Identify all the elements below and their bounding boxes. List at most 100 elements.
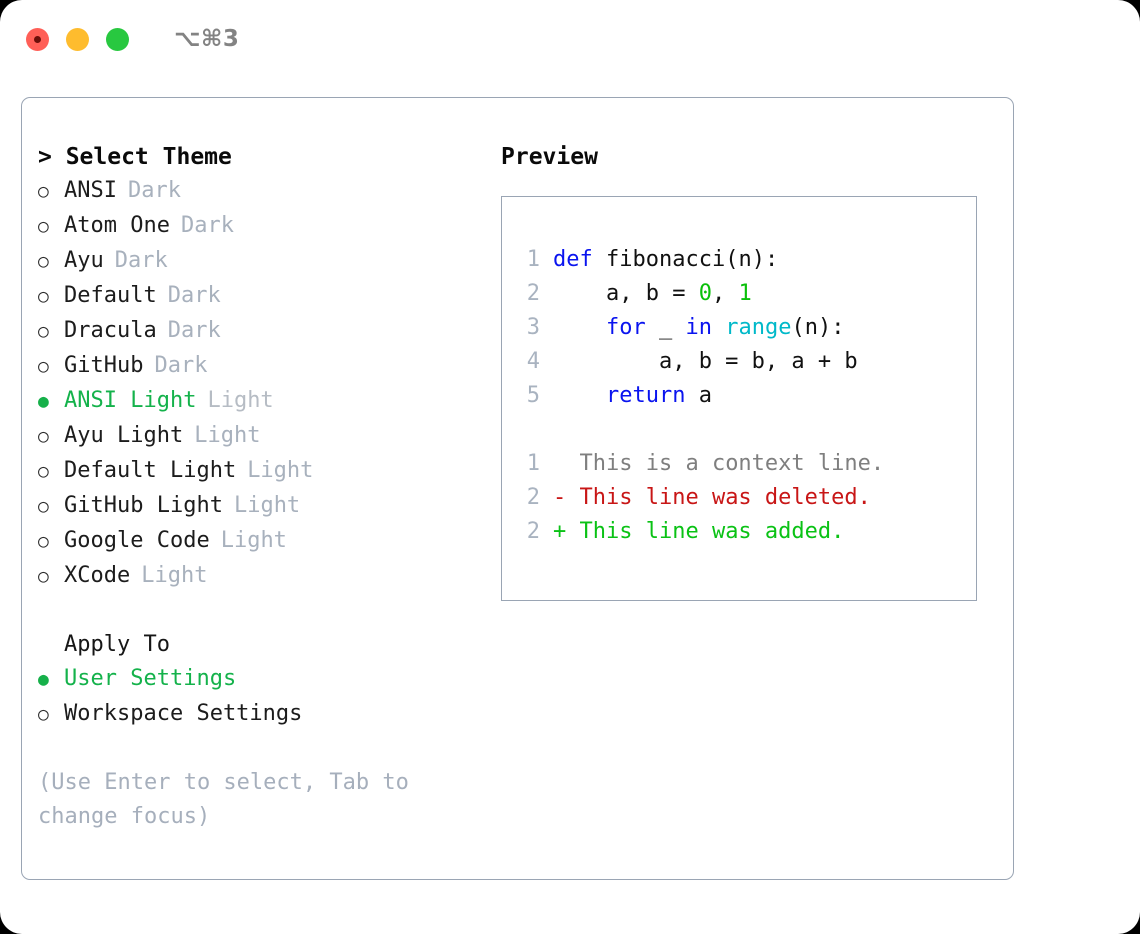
diff-line: 2 + This line was added. bbox=[514, 515, 968, 549]
code-diff-separator bbox=[514, 413, 968, 447]
theme-option-kind: Light bbox=[247, 458, 314, 483]
close-window-button[interactable] bbox=[26, 27, 49, 51]
theme-option-label: Default Light bbox=[64, 458, 237, 483]
code-line-number: 2 bbox=[526, 281, 540, 306]
select-theme-header: > Select Theme bbox=[38, 144, 232, 170]
apply-to-option-user-settings[interactable]: ● User Settings bbox=[38, 662, 478, 697]
apply-to-title: Apply To bbox=[64, 632, 170, 657]
code-token-plain: (n): bbox=[725, 247, 779, 272]
radio-unselected-icon: ○ bbox=[38, 461, 49, 482]
theme-option-kind: Light bbox=[207, 388, 274, 413]
code-token-plain bbox=[593, 247, 606, 272]
theme-option-label: GitHub Light bbox=[64, 493, 223, 518]
code-line-text: return a bbox=[553, 379, 712, 413]
apply-to-list[interactable]: ● User Settings ○Workspace Settings bbox=[38, 662, 478, 732]
code-token-plain bbox=[553, 383, 606, 408]
diff-line-number: 2 bbox=[526, 519, 540, 544]
radio-unselected-icon: ○ bbox=[38, 566, 49, 587]
apply-to-option-label: Workspace Settings bbox=[64, 701, 303, 726]
diff-line-text: This line was deleted. bbox=[566, 485, 871, 510]
theme-option-label: XCode bbox=[64, 563, 131, 588]
theme-option-label: Default bbox=[64, 283, 157, 308]
code-token-plain: a, b = bbox=[553, 281, 699, 306]
theme-option-ayu-light[interactable]: ○ Ayu Light Light bbox=[38, 419, 478, 454]
theme-option-ansi-light[interactable]: ● ANSI Light Light bbox=[38, 384, 478, 419]
code-token-num: 1 bbox=[738, 281, 752, 306]
code-token-bi: range bbox=[725, 315, 792, 340]
code-line-text: def fibonacci(n): bbox=[553, 243, 778, 277]
theme-option-default-light[interactable]: ○ Default Light Light bbox=[38, 454, 478, 489]
theme-option-kind: Dark bbox=[167, 283, 221, 308]
theme-option-google-code[interactable]: ○ Google Code Light bbox=[38, 524, 478, 559]
code-token-plain bbox=[553, 315, 606, 340]
apply-to-option-workspace-settings[interactable]: ○Workspace Settings bbox=[38, 697, 478, 732]
theme-option-kind: Light bbox=[233, 493, 301, 518]
code-line-number: 3 bbox=[526, 315, 540, 340]
code-line: 5 return a bbox=[514, 379, 968, 413]
code-line-text: a, b = 0, 1 bbox=[553, 277, 752, 311]
code-token-kw: in bbox=[685, 315, 712, 340]
diff-sign: + bbox=[553, 519, 567, 544]
code-line-number: 5 bbox=[526, 383, 540, 408]
radio-unselected-icon: ○ bbox=[38, 356, 49, 377]
theme-option-kind: Dark bbox=[167, 318, 221, 343]
diff-line-text: This is a context line. bbox=[566, 451, 885, 476]
minimize-window-button[interactable] bbox=[66, 27, 89, 51]
preview-title: Preview bbox=[501, 144, 598, 170]
code-line-number: 4 bbox=[526, 349, 540, 374]
radio-selected-icon: ● bbox=[38, 391, 49, 412]
theme-option-kind: Light bbox=[141, 563, 208, 588]
radio-unselected-icon: ○ bbox=[38, 251, 49, 272]
radio-selected-icon: ● bbox=[38, 669, 49, 690]
code-line: 3 for _ in range(n): bbox=[514, 311, 968, 345]
code-line: 1 def fibonacci(n): bbox=[514, 243, 968, 277]
radio-unselected-icon: ○ bbox=[38, 181, 49, 202]
theme-option-kind: Light bbox=[220, 528, 287, 553]
code-token-plain: (n): bbox=[791, 315, 845, 340]
code-line: 4 a, b = b, a + b bbox=[514, 345, 968, 379]
code-token-num: 0 bbox=[698, 281, 712, 306]
theme-option-label: GitHub bbox=[64, 353, 144, 378]
theme-option-kind: Dark bbox=[127, 178, 181, 203]
code-token-kw: return bbox=[605, 383, 686, 408]
diff-line-number: 1 bbox=[526, 451, 540, 476]
theme-option-github-light[interactable]: ○ GitHub Light Light bbox=[38, 489, 478, 524]
maximize-window-button[interactable] bbox=[106, 27, 129, 51]
theme-option-label: Google Code bbox=[64, 528, 210, 553]
code-token-kw: def bbox=[553, 247, 593, 272]
radio-unselected-icon: ○ bbox=[38, 496, 49, 517]
theme-option-label: Dracula bbox=[64, 318, 157, 343]
radio-unselected-icon: ○ bbox=[38, 321, 49, 342]
theme-option-label: ANSI Light bbox=[64, 388, 197, 413]
diff-sign bbox=[553, 447, 566, 481]
radio-unselected-icon: ○ bbox=[38, 531, 49, 552]
window-titlebar: ⌥⌘3 bbox=[0, 0, 1140, 78]
radio-unselected-icon: ○ bbox=[38, 426, 49, 447]
keyboard-hint-text: (Use Enter to select, Tab to change focu… bbox=[38, 770, 409, 829]
code-token-plain: a bbox=[685, 383, 712, 408]
theme-option-default[interactable]: ○ Default Dark bbox=[38, 279, 478, 314]
radio-unselected-icon: ○ bbox=[38, 286, 49, 307]
theme-option-dracula[interactable]: ○ Dracula Dark bbox=[38, 314, 478, 349]
apply-to-option-label: User Settings bbox=[64, 666, 237, 691]
code-line-number: 1 bbox=[526, 247, 540, 272]
code-line-text: for _ in range(n): bbox=[553, 311, 844, 345]
diff-sign: - bbox=[553, 485, 567, 510]
theme-option-kind: Light bbox=[194, 423, 261, 448]
theme-option-xcode[interactable]: ○ XCode Light bbox=[38, 559, 478, 594]
diff-line-text: This line was added. bbox=[566, 519, 845, 544]
theme-option-kind: Dark bbox=[114, 248, 168, 273]
code-line-text: a, b = b, a + b bbox=[553, 345, 858, 379]
theme-option-label: Ayu Light bbox=[64, 423, 184, 448]
